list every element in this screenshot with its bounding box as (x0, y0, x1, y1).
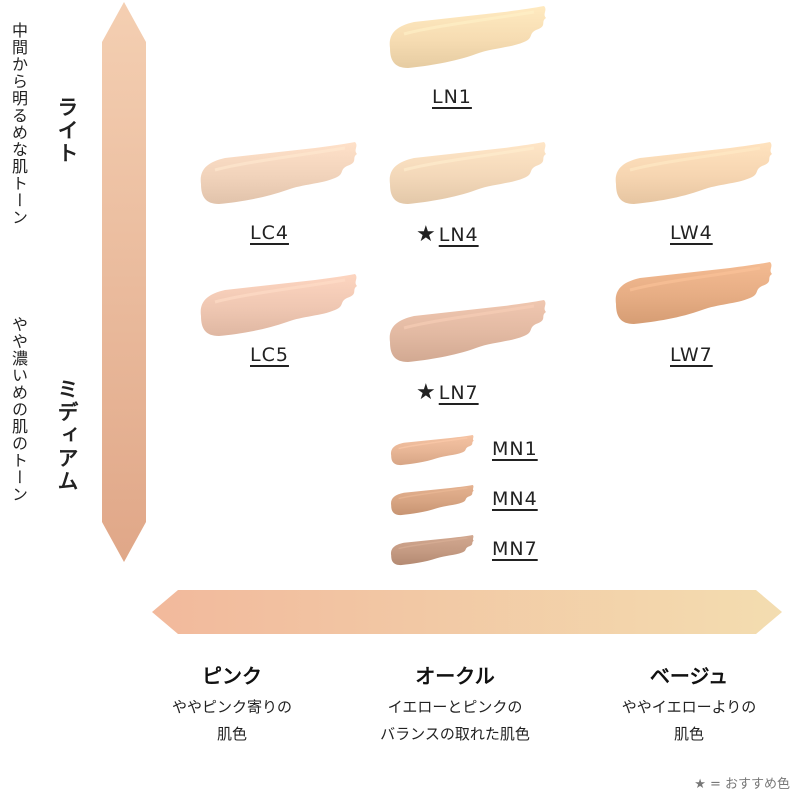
column-title-pink: ピンク (202, 664, 262, 688)
shade-label-ln1: LN1 (432, 86, 472, 108)
swatch-lc4 (200, 142, 357, 204)
swatch-highlight (403, 10, 535, 36)
swatch-mn7 (391, 534, 474, 566)
recommended-star-icon: ★ (416, 380, 437, 405)
shade-label-mn1: MN1 (492, 438, 538, 460)
swatch-stroke (200, 142, 357, 204)
swatch-ln4 (389, 142, 546, 204)
vertical-axis-top-label: ライト (55, 96, 79, 165)
recommended-star-icon: ★ (416, 222, 437, 247)
swatch-stroke (391, 534, 474, 566)
swatch-ln7 (389, 300, 546, 362)
column-title-ochre: オークル (415, 664, 495, 688)
swatch-highlight (629, 266, 761, 292)
swatch-stroke (391, 434, 474, 466)
swatch-stroke (389, 6, 546, 68)
shade-label-ln7: ★LN7 (416, 380, 479, 405)
vertical-axis-bottom-sub: やや濃いめの肌のトーン (9, 316, 28, 503)
column-desc-beige: ややイエローよりの 肌色 (621, 698, 757, 743)
swatch-highlight (398, 487, 468, 500)
shade-label-lc4: LC4 (250, 222, 289, 244)
swatch-highlight (398, 437, 468, 450)
swatch-ln1 (389, 6, 546, 68)
column-title-beige: ベージュ (649, 664, 729, 688)
swatch-stroke (389, 300, 546, 362)
swatch-highlight (629, 146, 761, 172)
swatch-stroke (615, 142, 772, 204)
swatch-highlight (214, 146, 346, 172)
column-desc-ochre: イエローとピンクの バランスの取れた肌色 (380, 698, 530, 743)
shade-label-lw7: LW7 (670, 344, 713, 366)
shade-label-lc5: LC5 (250, 344, 289, 366)
swatch-highlight (403, 304, 535, 330)
swatch-stroke (391, 484, 474, 516)
swatch-highlight (398, 537, 468, 550)
recommended-legend: ★ = おすすめ色 (694, 777, 790, 792)
swatch-stroke (615, 262, 772, 324)
shade-label-lw4: LW4 (670, 222, 713, 244)
swatch-lc5 (200, 274, 357, 336)
vertical-axis-bottom-label: ミディアム (55, 378, 79, 493)
vertical-axis-top-sub: 中間から明るめな肌トーン (9, 22, 28, 226)
swatch-highlight (214, 278, 346, 304)
swatch-lw4 (615, 142, 772, 204)
swatch-highlight (403, 146, 535, 172)
swatch-stroke (389, 142, 546, 204)
swatch-stroke (200, 274, 357, 336)
vertical-tone-arrow (102, 2, 146, 562)
swatch-mn1 (391, 434, 474, 466)
horizontal-tone-arrow (152, 590, 782, 634)
column-desc-pink: ややピンク寄りの 肌色 (171, 698, 292, 743)
shade-label-mn7: MN7 (492, 538, 538, 560)
shade-label-ln4: ★LN4 (416, 222, 479, 247)
shade-label-mn4: MN4 (492, 488, 538, 510)
swatch-lw7 (615, 262, 772, 324)
swatch-mn4 (391, 484, 474, 516)
